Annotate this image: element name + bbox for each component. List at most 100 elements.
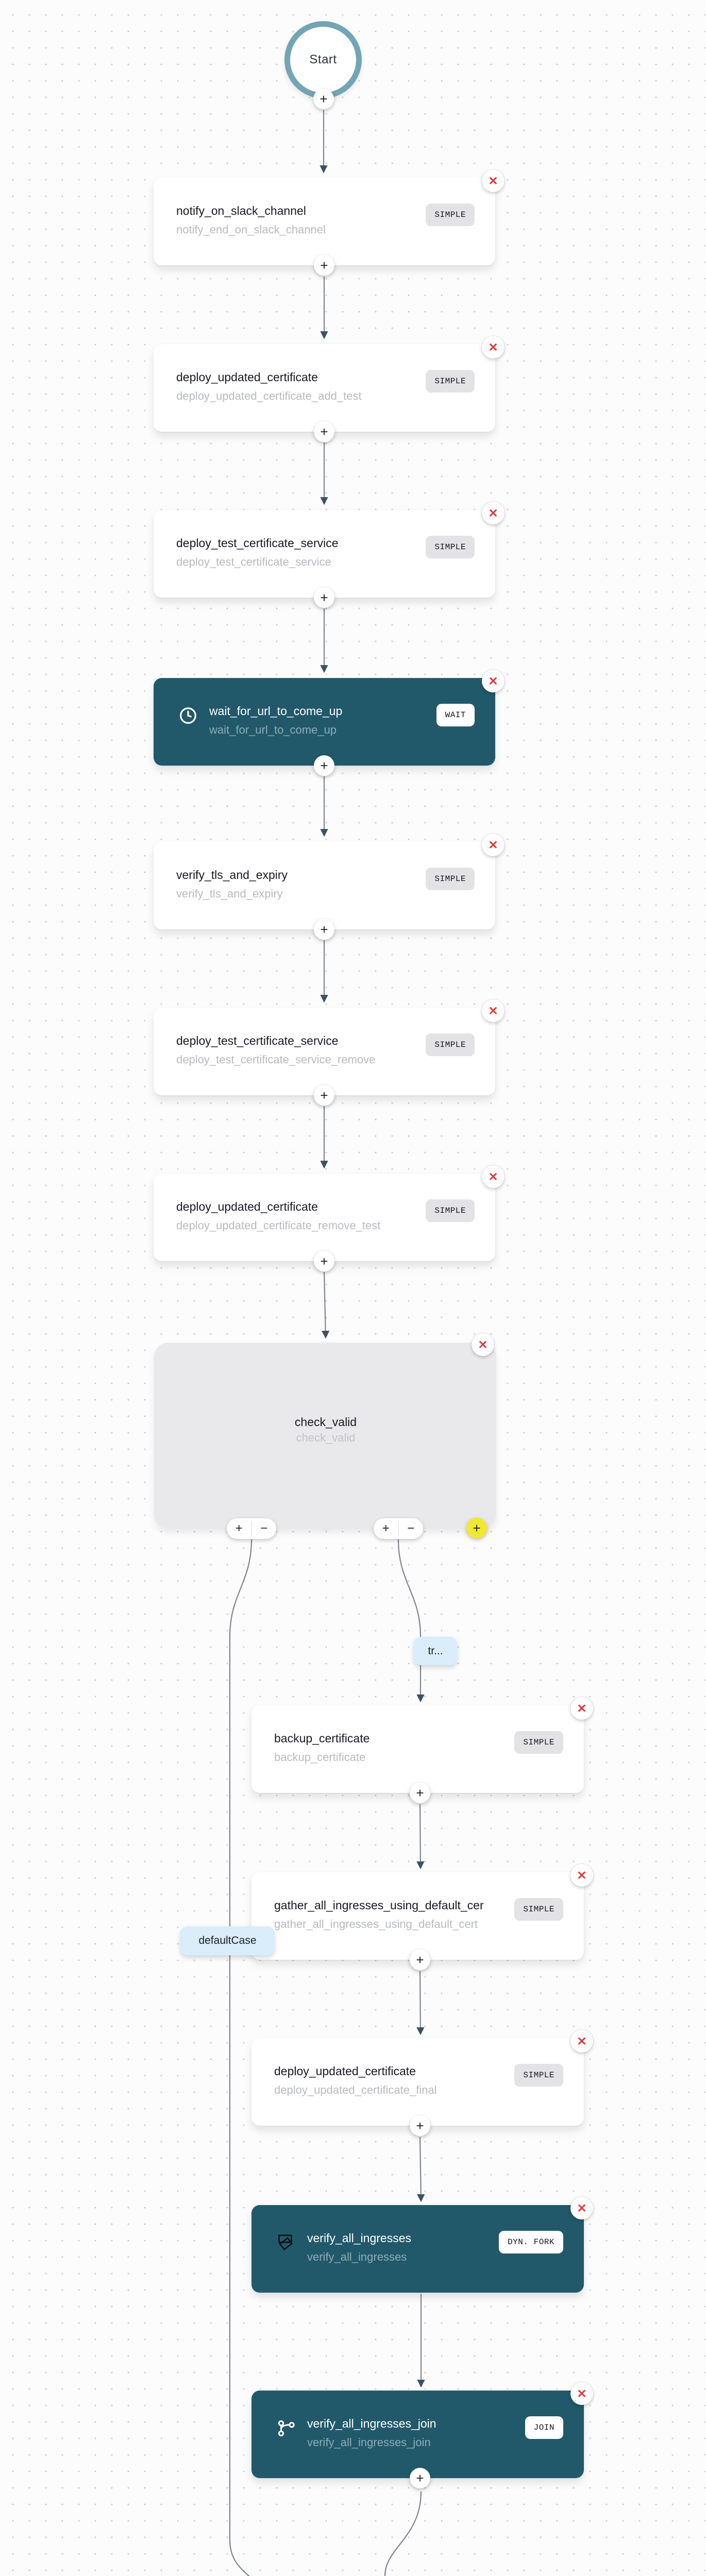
switch-container[interactable] [154,1343,496,1529]
task-ref-name: backup_certificate [274,1751,366,1764]
add-task-button[interactable]: + [410,2468,430,2488]
delete-task-button[interactable]: ✕ [482,834,505,856]
switch-node[interactable]: check_valid check_valid [223,1414,429,1446]
add-task-button[interactable]: + [314,421,334,442]
start-node[interactable]: Start [284,21,362,98]
edge-deploy-fork [417,2137,425,2202]
join-icon [275,2417,297,2439]
task-type-badge: SIMPLE [426,536,475,558]
clock-icon [177,705,199,726]
task-type-badge: SIMPLE [514,1898,563,1921]
add-task-button[interactable]: + [410,1950,430,1970]
switch-ref: check_valid [296,1431,356,1444]
branch-add-button[interactable]: + [235,1521,243,1535]
task-type-badge: SIMPLE [426,868,475,890]
task-title: deploy_test_certificate_service [176,536,339,550]
task-card[interactable]: notify_on_slack_channel notify_end_on_sla… [154,178,495,265]
task-title: gather_all_ingresses_using_default_cer [274,1899,484,1912]
task-type-badge: SIMPLE [514,1731,563,1754]
add-task-button[interactable]: + [313,89,334,109]
task-title: verify_tls_and_expiry [176,868,288,882]
task-card[interactable]: deploy_updated_certificate deploy_updated… [154,1174,495,1261]
task-type-badge: SIMPLE [514,2064,563,2087]
add-task-button[interactable]: + [410,2115,430,2136]
delete-task-button[interactable]: ✕ [570,1864,593,1887]
add-task-button[interactable]: + [314,1085,334,1106]
switch-title: check_valid [294,1415,357,1429]
edge-gather-deploy [416,1971,425,2036]
start-label: Start [309,53,337,66]
branch-add-button[interactable]: + [382,1521,390,1535]
pill-divider [251,1521,252,1536]
default-case-branch-controls[interactable]: + − [227,1518,276,1539]
true-case-branch-controls[interactable]: + − [374,1518,423,1539]
delete-task-button[interactable]: ✕ [570,2382,593,2405]
add-switch-case-button[interactable]: + [466,1518,487,1538]
task-type-badge: SIMPLE [426,1033,475,1056]
branch-remove-button[interactable]: − [260,1521,268,1535]
task-ref-name: deploy_updated_certificate_final [274,2083,437,2096]
case-label-true[interactable]: tr... [414,1637,457,1665]
task-card[interactable]: deploy_test_certificate_service deploy_te… [154,510,495,598]
edge-true-case [397,1539,425,1703]
edge-join-endmarker [384,2491,422,2576]
task-title: deploy_updated_certificate [274,2064,416,2078]
add-task-button[interactable]: + [314,587,334,608]
delete-task-button[interactable]: ✕ [482,999,505,1022]
task-title: wait_for_url_to_come_up [209,704,343,718]
task-title: notify_on_slack_channel [176,204,306,217]
task-ref-name: deploy_test_certificate_service [176,555,331,568]
pill-divider [398,1521,399,1536]
delete-task-button[interactable]: ✕ [570,2030,593,2053]
edge-default-case [229,1539,253,2576]
delete-task-button[interactable]: ✕ [482,336,505,359]
task-type-badge: JOIN [525,2416,563,2439]
task-card[interactable]: verify_all_ingresses verify_all_ingresses… [251,2205,584,2293]
task-ref-name: deploy_updated_certificate_add_test [176,389,362,402]
branch-remove-button[interactable]: − [407,1521,415,1535]
add-task-button[interactable]: + [314,919,334,940]
task-ref-name: verify_tls_and_expiry [176,887,283,900]
task-card[interactable]: backup_certificate backup_certificate SIMP… [251,1705,584,1793]
task-card[interactable]: deploy_test_certificate_service deploy_te… [154,1008,495,1095]
delete-task-button[interactable]: ✕ [482,502,505,524]
task-title: backup_certificate [274,1732,370,1745]
task-ref-name: notify_end_on_slack_channel [176,223,326,236]
delete-task-button[interactable]: ✕ [570,1697,593,1720]
task-ref-name: gather_all_ingresses_using_default_cert [274,1918,478,1930]
task-type-badge: DYN. FORK [499,2231,563,2253]
task-card[interactable]: deploy_updated_certificate deploy_updated… [154,344,495,432]
task-card[interactable]: verify_tls_and_expiry verify_tls_and_expi… [154,842,495,929]
task-type-badge: SIMPLE [426,370,475,393]
task-type-badge: WAIT [436,704,475,726]
edge-backup-gather [416,1804,425,1870]
delete-task-button[interactable]: ✕ [482,170,505,192]
task-card[interactable]: verify_all_ingresses_join verify_all_ingr… [251,2391,584,2478]
add-task-button[interactable]: + [314,255,334,276]
task-ref-name: deploy_test_certificate_service_remove [176,1053,376,1066]
task-type-badge: SIMPLE [426,204,475,226]
task-type-badge: SIMPLE [426,1199,475,1222]
task-ref-name: wait_for_url_to_come_up [209,723,337,736]
task-title: deploy_test_certificate_service [176,1034,339,1047]
task-title: verify_all_ingresses [307,2231,411,2245]
delete-task-button[interactable]: ✕ [482,670,505,692]
add-task-button[interactable]: + [410,1783,430,1803]
case-label-default[interactable]: defaultCase [180,1926,275,1955]
task-ref-name: verify_all_ingresses_join [307,2436,431,2449]
task-title: deploy_updated_certificate [176,1200,318,1213]
edge-task7-switch [321,1272,330,1339]
task-title: deploy_updated_certificate [176,370,318,384]
task-card[interactable]: deploy_updated_certificate deploy_updated… [251,2038,584,2126]
delete-switch-button[interactable]: ✕ [472,1333,494,1356]
task-ref-name: deploy_updated_certificate_remove_test [176,1219,381,1232]
delete-task-button[interactable]: ✕ [482,1165,505,1188]
task-card[interactable]: wait_for_url_to_come_up wait_for_url_to_c… [154,678,495,766]
add-task-button[interactable]: + [314,1251,334,1272]
add-task-button[interactable]: + [314,755,334,776]
task-ref-name: verify_all_ingresses [307,2250,407,2263]
task-title: verify_all_ingresses_join [307,2417,436,2430]
delete-task-button[interactable]: ✕ [570,2197,593,2219]
